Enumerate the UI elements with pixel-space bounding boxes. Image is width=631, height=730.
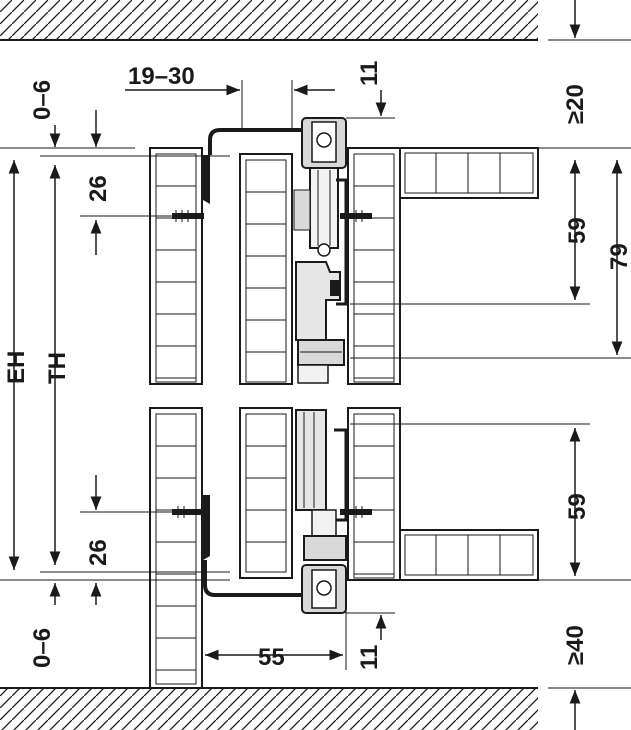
screw-upper-left — [172, 210, 204, 222]
dim-clear-top: 11 — [356, 61, 383, 86]
extension-lines — [0, 39, 631, 689]
dimension-lines — [8, 0, 623, 730]
dim-floor: ≥40 — [562, 625, 589, 665]
side-panel-upper — [399, 147, 539, 199]
floor — [0, 687, 538, 730]
screw-lower-left — [172, 506, 204, 518]
dim-th: TH — [44, 352, 71, 384]
dim-lower-59: 59 — [564, 493, 591, 520]
dim-gap-bottom: 0–6 — [29, 628, 56, 668]
dim-ceiling: ≥20 — [562, 84, 589, 124]
dim-rail-bottom: 26 — [85, 539, 112, 566]
dim-clear-bottom: 11 — [356, 645, 383, 670]
dim-upper-59: 59 — [564, 217, 591, 244]
dim-rail-top: 26 — [85, 175, 112, 202]
side-panel-lower — [399, 529, 539, 581]
dim-offset: 19–30 — [128, 63, 195, 90]
bottom-guide-rail — [203, 495, 305, 597]
door-panel-right — [347, 147, 401, 581]
ceiling — [0, 0, 538, 41]
door-panel-left — [149, 147, 203, 689]
bottom-roller-assembly — [295, 409, 348, 614]
screw-lower-right — [340, 506, 372, 518]
top-roller-assembly — [293, 117, 348, 384]
dim-upper-79: 79 — [606, 243, 631, 270]
screw-upper-right — [340, 210, 372, 222]
dim-eh: EH — [3, 351, 30, 384]
door-panel-center — [239, 153, 293, 579]
dim-gap-top: 0–6 — [29, 80, 56, 120]
dim-width-55: 55 — [258, 644, 285, 671]
top-guide-rail — [203, 128, 305, 204]
